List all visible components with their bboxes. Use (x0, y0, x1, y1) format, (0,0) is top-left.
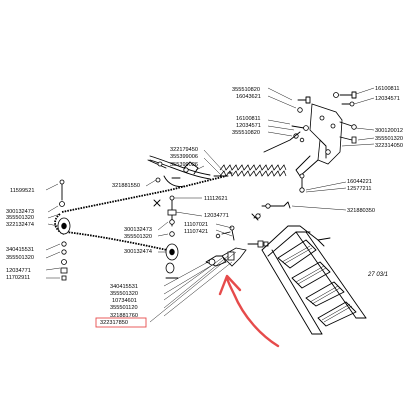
left-pulley-stack (57, 179, 71, 281)
part-label: 11107421 (184, 229, 208, 235)
part-label: 321881550 (112, 183, 140, 189)
part-label: 355501320 (124, 234, 152, 240)
part-label: 321881760 (110, 313, 138, 319)
part-label: 16100811 (375, 86, 399, 92)
part-label: 16044221 (347, 179, 372, 185)
part-label: 300120012 (375, 128, 403, 134)
part-label: 11599521 (10, 188, 34, 194)
part-label: 16043621 (236, 94, 261, 100)
leader-lines (45, 87, 375, 323)
part-label-highlighted: 322317850 (100, 320, 128, 326)
part-label: 340415531 (110, 284, 138, 290)
part-label: 355510820 (232, 130, 260, 136)
pivot-assembly (205, 213, 269, 267)
ladder (261, 225, 367, 335)
highlight-box (95, 317, 147, 328)
part-label: 16100811 (236, 116, 260, 122)
part-label: 11112621 (204, 196, 228, 202)
part-label: 10734601 (112, 298, 137, 304)
upper-bracket (295, 103, 343, 177)
part-label: 355501320 (6, 255, 34, 261)
part-label: 321880350 (347, 208, 375, 214)
part-label: 11702911 (6, 275, 30, 281)
part-label: 355501320 (375, 136, 403, 142)
spring-assembly (147, 131, 301, 180)
right-rod (261, 201, 291, 209)
part-label: 300132474 (124, 249, 152, 255)
part-label: 340415531 (6, 247, 34, 253)
part-label: 12034771 (204, 213, 229, 219)
part-label: 12034771 (6, 268, 31, 274)
part-label: 11107021 (184, 222, 208, 228)
part-label: 355501320 (6, 215, 34, 221)
part-label: 355501320 (110, 291, 138, 297)
part-label: 322132474 (6, 222, 34, 228)
red-arrow-annotation (218, 274, 280, 348)
middle-pulley-stack (165, 195, 179, 279)
part-label: 300132473 (6, 209, 34, 215)
part-label: 355399026 (170, 162, 198, 168)
part-label: 12034571 (236, 123, 261, 129)
part-label: 322179450 (170, 147, 198, 153)
part-number-labels: 355510820 16043621 16100811 12034571 161… (6, 86, 403, 328)
drawing-code: 27 03/1 (367, 272, 388, 278)
part-label: 322314050 (375, 143, 403, 149)
part-label: 300132473 (124, 227, 152, 233)
upper-fasteners (291, 91, 357, 193)
part-label: 12577211 (347, 186, 371, 192)
part-label: 355399006 (170, 154, 198, 160)
part-label: 12034571 (375, 96, 400, 102)
belt-assembly (54, 175, 227, 253)
part-label: 355501120 (110, 305, 138, 311)
part-label: 355510820 (232, 87, 260, 93)
